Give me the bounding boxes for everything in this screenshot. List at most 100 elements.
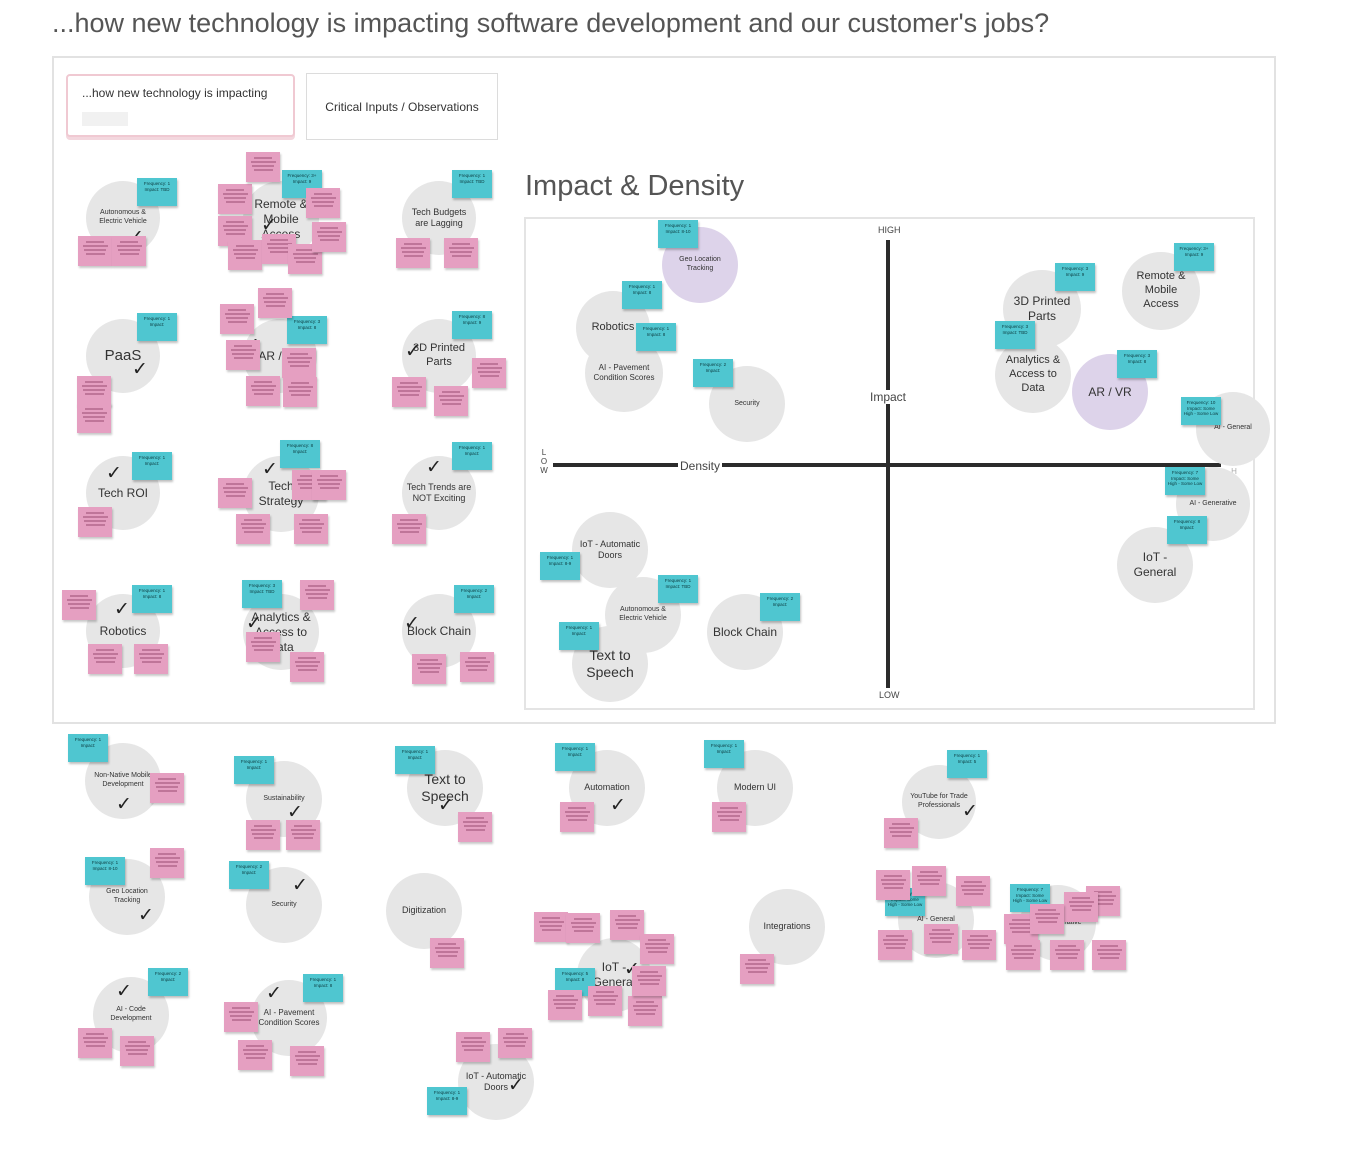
- teal-sticky-note[interactable]: Frequency: 1 Impact: TBD: [452, 170, 492, 198]
- pink-sticky-note[interactable]: [458, 812, 492, 842]
- teal-sticky-note[interactable]: Frequency: 10 Impact: Some High - Some L…: [1181, 397, 1221, 425]
- pink-sticky-note[interactable]: [218, 184, 252, 214]
- pink-sticky-note[interactable]: [712, 802, 746, 832]
- pink-sticky-note[interactable]: [78, 1028, 112, 1058]
- matrix-ar-vr[interactable]: AR / VR: [1072, 354, 1148, 430]
- pink-sticky-note[interactable]: [560, 802, 594, 832]
- pink-sticky-note[interactable]: [588, 986, 622, 1016]
- pink-sticky-note[interactable]: [534, 912, 568, 942]
- pink-sticky-note[interactable]: [876, 870, 910, 900]
- pink-sticky-note[interactable]: [236, 514, 270, 544]
- pink-sticky-note[interactable]: [878, 930, 912, 960]
- pink-sticky-note[interactable]: [1092, 940, 1126, 970]
- inputs-card[interactable]: Critical Inputs / Observations: [306, 73, 498, 140]
- teal-sticky-note[interactable]: Frequency: 2 Impact:: [229, 861, 269, 889]
- teal-sticky-note[interactable]: Frequency: 1 Impact: 8-10: [85, 857, 125, 885]
- pink-sticky-note[interactable]: [640, 934, 674, 964]
- pink-sticky-note[interactable]: [1006, 940, 1040, 970]
- pink-sticky-note[interactable]: [112, 236, 146, 266]
- teal-sticky-note[interactable]: Frequency: 1 Impact:: [704, 740, 744, 768]
- teal-sticky-note[interactable]: Frequency: 2 Impact:: [454, 585, 494, 613]
- teal-sticky-note[interactable]: Frequency: 2 Impact:: [693, 359, 733, 387]
- pink-sticky-note[interactable]: [962, 930, 996, 960]
- pink-sticky-note[interactable]: [740, 954, 774, 984]
- pink-sticky-note[interactable]: [498, 1028, 532, 1058]
- pink-sticky-note[interactable]: [632, 966, 666, 996]
- pink-sticky-note[interactable]: [228, 240, 262, 270]
- pink-sticky-note[interactable]: [392, 377, 426, 407]
- teal-sticky-note[interactable]: Frequency: 3 Impact: TBD: [242, 580, 282, 608]
- pink-sticky-note[interactable]: [548, 990, 582, 1020]
- pink-sticky-note[interactable]: [77, 376, 111, 406]
- teal-sticky-note[interactable]: Frequency: 1 Impact:: [395, 746, 435, 774]
- pink-sticky-note[interactable]: [290, 652, 324, 682]
- teal-sticky-note[interactable]: Frequency: 8 Impact:: [1167, 516, 1207, 544]
- matrix-geo-location[interactable]: Geo Location Tracking: [662, 227, 738, 303]
- pink-sticky-note[interactable]: [224, 1002, 258, 1032]
- pink-sticky-note[interactable]: [294, 514, 328, 544]
- teal-sticky-note[interactable]: Frequency: 8 Impact:: [280, 440, 320, 468]
- teal-sticky-note[interactable]: Frequency: 1 Impact:: [132, 452, 172, 480]
- pink-sticky-note[interactable]: [912, 866, 946, 896]
- matrix-iot-doors[interactable]: IoT - Automatic Doors: [572, 512, 648, 588]
- pink-sticky-note[interactable]: [884, 818, 918, 848]
- pink-sticky-note[interactable]: [610, 910, 644, 940]
- matrix-blockchain[interactable]: Block Chain: [707, 594, 783, 670]
- pink-sticky-note[interactable]: [300, 580, 334, 610]
- pink-sticky-note[interactable]: [62, 590, 96, 620]
- pink-sticky-note[interactable]: [434, 386, 468, 416]
- teal-sticky-note[interactable]: Frequency: 1 Impact: 8-9: [427, 1087, 467, 1115]
- pink-sticky-note[interactable]: [1050, 940, 1084, 970]
- pink-sticky-note[interactable]: [150, 848, 184, 878]
- pink-sticky-note[interactable]: [246, 632, 280, 662]
- teal-sticky-note[interactable]: Frequency: 1 Impact:: [234, 756, 274, 784]
- teal-sticky-note[interactable]: Frequency: 1 Impact:: [137, 313, 177, 341]
- teal-sticky-note[interactable]: Frequency: 3 Impact: 9: [1055, 263, 1095, 291]
- teal-sticky-note[interactable]: Frequency: 3 Impact: 8: [287, 316, 327, 344]
- pink-sticky-note[interactable]: [472, 358, 506, 388]
- pink-sticky-note[interactable]: [258, 288, 292, 318]
- pink-sticky-note[interactable]: [218, 478, 252, 508]
- pink-sticky-note[interactable]: [392, 514, 426, 544]
- teal-sticky-note[interactable]: Frequency: 1 Impact: TBD: [137, 178, 177, 206]
- teal-sticky-note[interactable]: Frequency: 2 Impact:: [760, 593, 800, 621]
- pink-sticky-note[interactable]: [78, 507, 112, 537]
- teal-sticky-note[interactable]: Frequency: 1 Impact:: [68, 734, 108, 762]
- teal-sticky-note[interactable]: Frequency: 1 Impact:: [559, 622, 599, 650]
- pink-sticky-note[interactable]: [396, 238, 430, 268]
- teal-sticky-note[interactable]: Frequency: 1 Impact: 8-9: [540, 552, 580, 580]
- teal-sticky-note[interactable]: Frequency: 3+ Impact: 9: [1174, 243, 1214, 271]
- pink-sticky-note[interactable]: [283, 377, 317, 407]
- pink-sticky-note[interactable]: [460, 652, 494, 682]
- teal-sticky-note[interactable]: Frequency: 1 Impact: 8: [636, 323, 676, 351]
- teal-sticky-note[interactable]: Frequency: 8 Impact: 9: [452, 311, 492, 339]
- topic-integrations[interactable]: Integrations: [749, 889, 825, 965]
- teal-sticky-note[interactable]: Frequency: 3 Impact: 8: [1117, 350, 1157, 378]
- pink-sticky-note[interactable]: [246, 820, 280, 850]
- pink-sticky-note[interactable]: [120, 1036, 154, 1066]
- pink-sticky-note[interactable]: [430, 938, 464, 968]
- teal-sticky-note[interactable]: Frequency: 1 Impact:: [555, 743, 595, 771]
- pink-sticky-note[interactable]: [566, 913, 600, 943]
- pink-sticky-note[interactable]: [444, 238, 478, 268]
- pink-sticky-note[interactable]: [628, 996, 662, 1026]
- pink-sticky-note[interactable]: [78, 236, 112, 266]
- pink-sticky-note[interactable]: [306, 188, 340, 218]
- pink-sticky-note[interactable]: [226, 340, 260, 370]
- pink-sticky-note[interactable]: [77, 403, 111, 433]
- pink-sticky-note[interactable]: [456, 1032, 490, 1062]
- pink-sticky-note[interactable]: [1030, 904, 1064, 934]
- pink-sticky-note[interactable]: [150, 773, 184, 803]
- topic-digitization[interactable]: Digitization: [386, 873, 462, 949]
- pink-sticky-note[interactable]: [220, 304, 254, 334]
- pink-sticky-note[interactable]: [290, 1046, 324, 1076]
- pink-sticky-note[interactable]: [956, 876, 990, 906]
- pink-sticky-note[interactable]: [286, 820, 320, 850]
- teal-sticky-note[interactable]: Frequency: 1 Impact: 8: [132, 585, 172, 613]
- pink-sticky-note[interactable]: [88, 644, 122, 674]
- teal-sticky-note[interactable]: Frequency: 2 Impact:: [148, 968, 188, 996]
- teal-sticky-note[interactable]: Frequency: 1 Impact: 8: [622, 281, 662, 309]
- pink-sticky-note[interactable]: [238, 1040, 272, 1070]
- pink-sticky-note[interactable]: [412, 654, 446, 684]
- pink-sticky-note[interactable]: [134, 644, 168, 674]
